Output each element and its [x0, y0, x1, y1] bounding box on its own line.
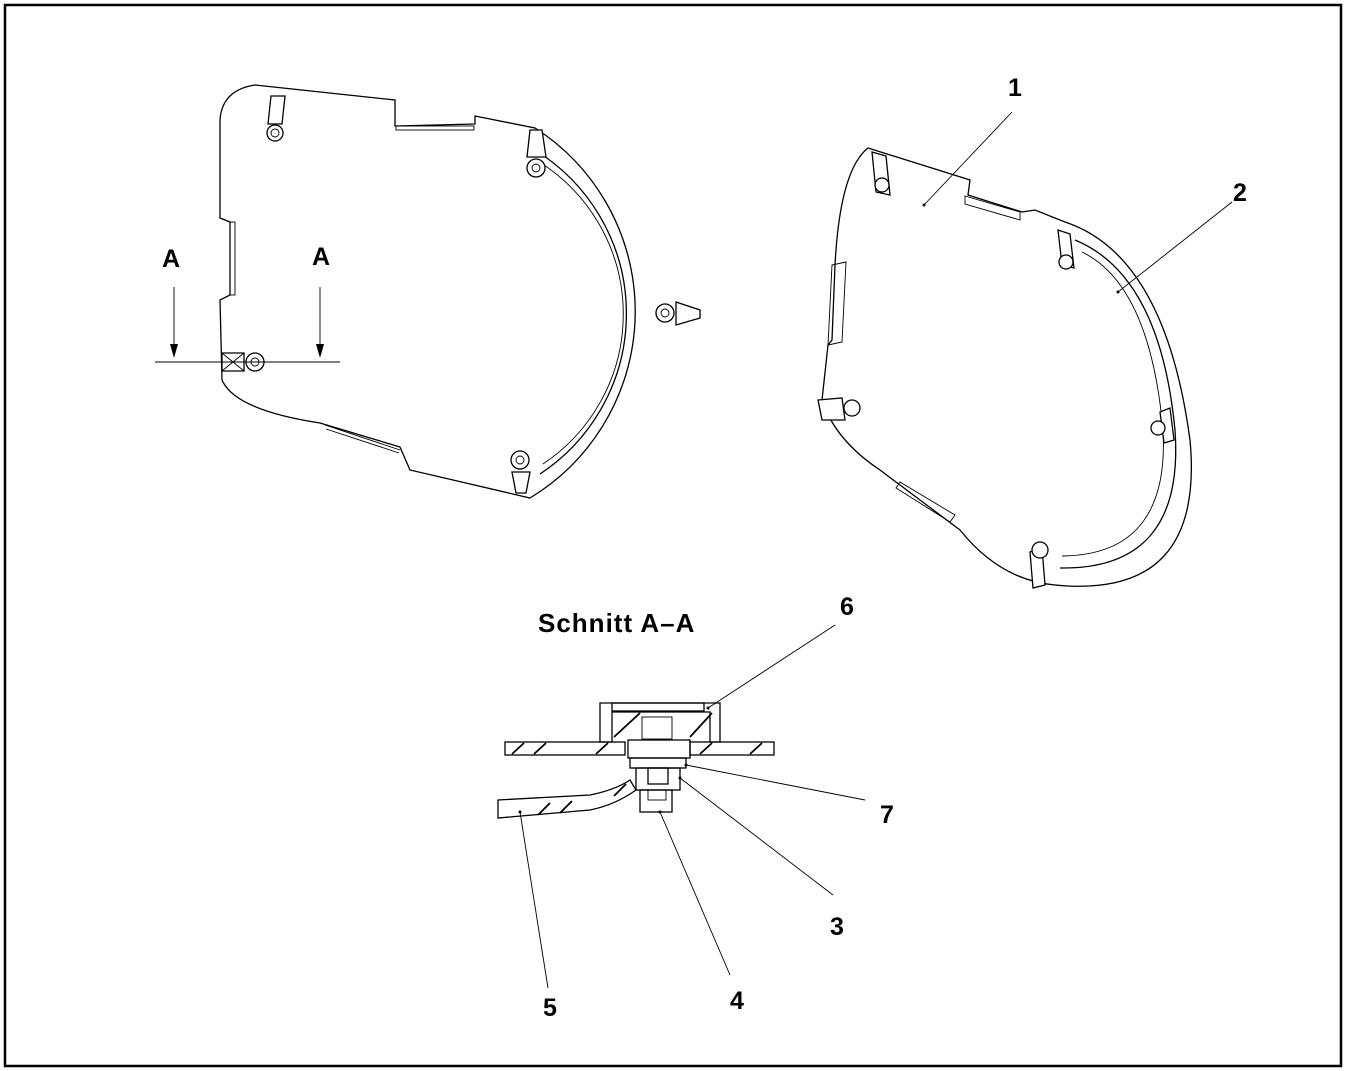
iso-boss-right — [1150, 407, 1175, 444]
boss-bottom-right — [510, 450, 531, 494]
iso-boss-top-left — [871, 151, 891, 196]
iso-boss-left — [817, 397, 861, 421]
drawing-frame — [3, 3, 1343, 1068]
section-a-a-view — [497, 702, 775, 819]
leader-5 — [519, 811, 549, 989]
cover-plate-top-view — [219, 84, 701, 499]
iso-boss-top-right — [1057, 229, 1075, 270]
leader-2 — [1117, 201, 1233, 293]
iso-boss-bottom — [1029, 541, 1049, 589]
boss-right — [655, 301, 701, 326]
section-marker-left: A — [162, 245, 180, 273]
boss-top-right — [526, 129, 547, 178]
callout-1: 1 — [1008, 74, 1022, 102]
leader-1 — [923, 111, 1013, 206]
callout-2: 2 — [1233, 179, 1247, 207]
callout-4: 4 — [730, 987, 744, 1015]
section-cut-line — [155, 287, 340, 363]
section-title: Schnitt A–A — [538, 608, 695, 638]
leader-4 — [659, 811, 731, 976]
cover-plate-isometric-view — [817, 147, 1192, 589]
section-marker-right: A — [312, 243, 330, 271]
callout-5: 5 — [543, 994, 557, 1022]
leader-3 — [679, 777, 834, 896]
callout-6: 6 — [840, 593, 854, 621]
callout-7: 7 — [880, 801, 894, 829]
leader-7 — [685, 764, 866, 801]
boss-top-left — [266, 95, 286, 142]
callout-3: 3 — [830, 913, 844, 941]
leader-6 — [707, 624, 836, 709]
